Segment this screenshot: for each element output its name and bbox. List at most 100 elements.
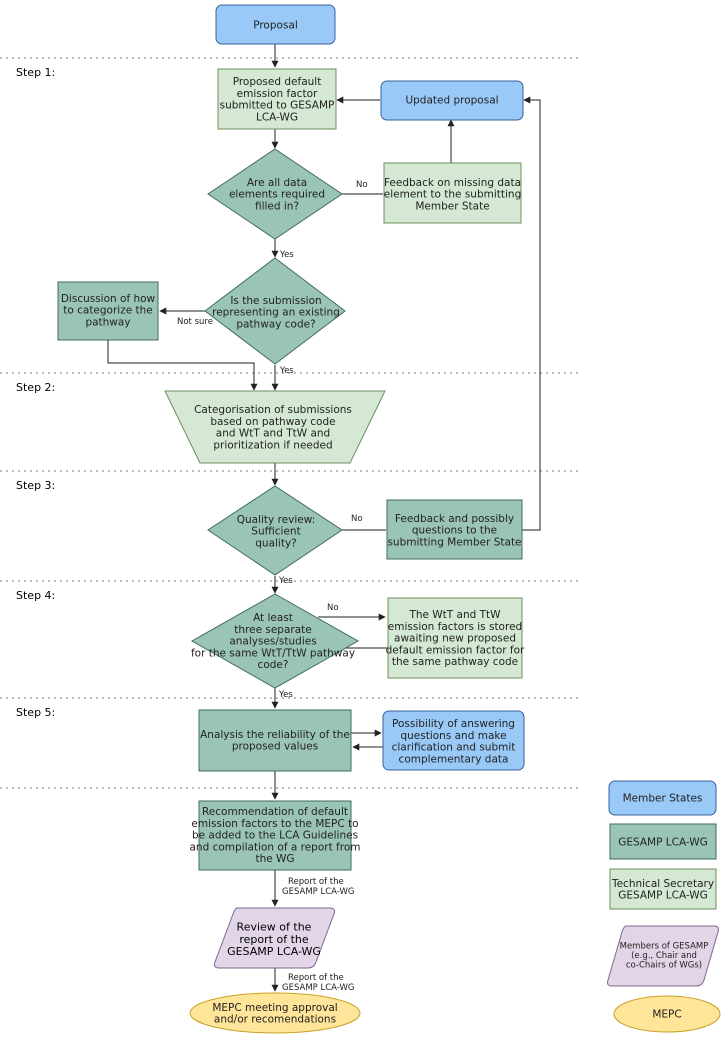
node-label-line: code? [258, 659, 289, 671]
node-label-line: Feedback and possibly [395, 513, 514, 525]
node-label-line: MEPC meeting approval [212, 1002, 337, 1014]
node-label-line: LCA-WG [256, 111, 298, 123]
node-label-line: Member State [415, 200, 489, 212]
node-label-line: Categorisation of submissions [194, 404, 352, 416]
node-label-line: element to the submitting [384, 189, 522, 201]
node-label-line: At least [253, 612, 293, 624]
node-label-line: based on pathway code [210, 416, 335, 428]
node-label-line: Discussion of how [61, 293, 156, 305]
node-label-line: representing an existing [212, 307, 340, 319]
node-label-line: Possibility of answering [392, 718, 515, 730]
edge-label-not-sure: Not sure [177, 317, 213, 327]
node-label-line: pathway [85, 316, 130, 328]
legend-mepc: MEPC [613, 995, 721, 1033]
node-label-line: filled in? [255, 200, 299, 212]
node-label-line: and compilation of a report from [190, 841, 361, 853]
node-label-line: elements required [229, 189, 325, 201]
edge-label-yes-1: Yes [279, 250, 294, 260]
node-label-line: quality? [255, 537, 297, 549]
node-label-line: Feedback on missing data [384, 177, 521, 189]
node-label-line: awaiting new proposed [394, 633, 516, 645]
node-label-line: emission factor [237, 88, 318, 100]
step-separators [0, 57, 580, 789]
node-label-line: Are all data [247, 177, 307, 189]
node-label-line: Analysis the reliability of the [200, 729, 350, 741]
node-label-line: default emission factor for [386, 644, 525, 656]
edges [107, 44, 541, 992]
node-label-line: GESAMP LCA-WG [618, 837, 708, 849]
node-label-line: and WtT and TtW and [216, 428, 330, 440]
node-label-line: Technical Secretary [611, 878, 714, 890]
node-label-line: co-Chairs of WGs) [626, 961, 702, 971]
svg-text:Analysis the reliability of th: Analysis the reliability of theproposed … [200, 729, 350, 753]
edge-label-no-2: No [351, 514, 363, 524]
node-label-line: (e.g., Chair and [631, 951, 697, 961]
node-label-line: submitting Member State [387, 536, 521, 548]
node-label-line: the same pathway code [392, 656, 518, 668]
svg-text:Updated proposal: Updated proposal [405, 95, 498, 107]
step-4-label: Step 4: [16, 589, 55, 602]
svg-text:GESAMP LCA-WG: GESAMP LCA-WG [618, 837, 708, 849]
node-label-line: Quality review: [237, 514, 316, 526]
node-label-line: prioritization if needed [213, 439, 332, 451]
node-label-line: Review of the [237, 921, 312, 934]
step-5-label: Step 5: [16, 706, 55, 719]
svg-text:Proposal: Proposal [253, 20, 298, 32]
legend: Member States GESAMP LCA-WG Technical Se… [607, 780, 721, 1033]
node-label-line: Sufficient [251, 526, 300, 538]
node-label-line: The WtT and TtW [408, 609, 501, 621]
node-label-line: Proposed default [233, 76, 322, 88]
edge-label-report-1: Report of the GESAMP LCA-WG [282, 877, 355, 897]
edge-label-yes-2: Yes [279, 366, 294, 376]
node-label-line: and/or recomendations [214, 1014, 336, 1026]
svg-text:MEPC: MEPC [652, 1009, 681, 1021]
svg-text:Members of GESAMP(e.g., Chair: Members of GESAMP(e.g., Chair andco-Chai… [620, 942, 709, 971]
edge-label-yes-3: Yes [278, 576, 293, 586]
legend-member-states: Member States [608, 780, 717, 816]
edge-label-report-2: Report of the GESAMP LCA-WG [282, 973, 355, 993]
edge-label-yes-4: Yes [278, 690, 293, 700]
node-label-line: for the same WtT/TtW pathway [191, 647, 355, 659]
node-label-line: analyses/studies [229, 636, 316, 648]
node-updated-proposal: Updated proposal [380, 80, 524, 121]
step-1-label: Step 1: [16, 66, 55, 79]
node-label-line: Recommendation of default [202, 806, 348, 818]
node-label-line: be added to the LCA Guidelines [192, 830, 358, 842]
node-label-line: Member States [623, 793, 703, 805]
node-label-line: Proposal [253, 20, 298, 32]
node-label-line: emission factors is stored [388, 621, 522, 633]
node-label-line: Updated proposal [405, 95, 498, 107]
legend-gesamp-lca-wg: GESAMP LCA-WG [609, 823, 717, 860]
node-label-line: questions to the [412, 525, 497, 537]
step-3-label: Step 3: [16, 479, 55, 492]
node-label-line: MEPC [652, 1009, 681, 1021]
node-label-line: the WG [255, 853, 294, 865]
node-label-line: report of the [239, 933, 308, 946]
node-label-line: clarification and submit [392, 742, 516, 754]
svg-text:Member States: Member States [623, 793, 703, 805]
